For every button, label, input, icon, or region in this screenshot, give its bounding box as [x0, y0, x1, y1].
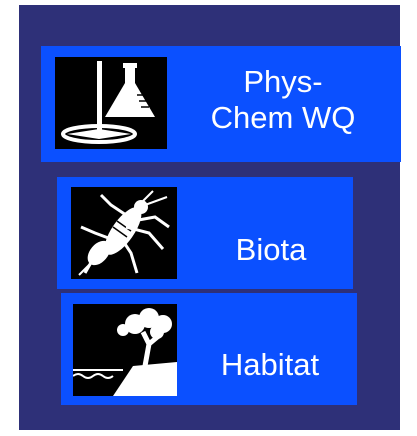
beaker-stirrer-icon: [55, 57, 167, 149]
insect-icon: [71, 187, 177, 279]
habitat-label: Habitat: [220, 347, 320, 382]
phys-chem-wq-label: Phys- Chem WQ: [210, 64, 356, 135]
tree-shoreline-icon: [73, 304, 177, 396]
phys-chem-wq-button[interactable]: Phys- Chem WQ: [41, 46, 401, 162]
menu-panel: Phys- Chem WQ: [19, 5, 401, 430]
biota-label: Biota: [235, 232, 307, 267]
habitat-button[interactable]: Habitat: [61, 293, 357, 405]
biota-button[interactable]: Biota: [57, 177, 353, 289]
